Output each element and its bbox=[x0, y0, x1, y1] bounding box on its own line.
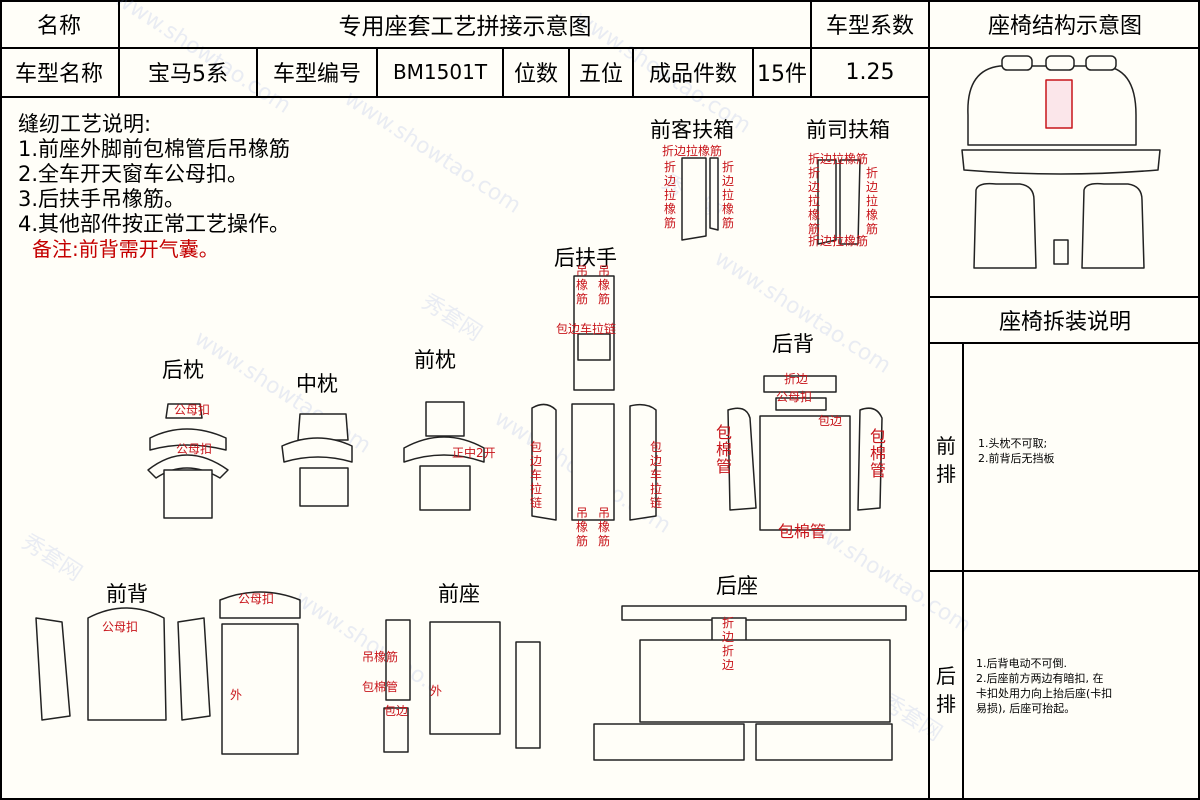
annotation-wrap-tube: 包棉管 bbox=[870, 427, 887, 480]
grid-line bbox=[0, 47, 1200, 49]
seats-value: 五位 bbox=[578, 62, 623, 87]
pieces-value: 15件 bbox=[757, 62, 807, 87]
headrest-shape bbox=[1045, 55, 1075, 71]
front-seat-left-shape bbox=[973, 182, 1037, 269]
label-rear-back: 后背 bbox=[772, 332, 814, 356]
annotation-fold: 折边 bbox=[784, 372, 809, 386]
front-row-note: 1.头枕不可取; bbox=[978, 437, 1048, 450]
grid-line bbox=[0, 96, 930, 98]
annotation-wrap-edge: 包边 bbox=[818, 414, 843, 428]
model-code-label: 车型编号 bbox=[272, 62, 361, 87]
name-label: 名称 bbox=[36, 14, 81, 39]
coef-label: 车型系数 bbox=[825, 14, 914, 39]
annotation-hang-elastic: 吊橡筋 bbox=[576, 506, 589, 548]
annotation-fold-zip: 折边拉橡筋 bbox=[808, 152, 869, 166]
grid-line bbox=[928, 0, 930, 800]
coef-value: 1.25 bbox=[845, 59, 895, 85]
grid-line bbox=[256, 48, 258, 96]
pieces-label: 成品件数 bbox=[648, 62, 737, 87]
annotation-fold-zip: 折边拉橡筋 bbox=[662, 144, 723, 158]
annotation-hang-elastic: 吊橡筋 bbox=[598, 264, 611, 306]
front-row-label: 前排 bbox=[936, 434, 956, 486]
rear-row-note: 卡扣处用力向上抬后座(卡扣 bbox=[976, 687, 1113, 700]
label-rear-seat: 后座 bbox=[716, 574, 758, 598]
structure-label: 座椅结构示意图 bbox=[987, 14, 1142, 39]
label-front-passenger-armrest: 前客扶箱 bbox=[650, 118, 734, 142]
console-shape bbox=[1053, 239, 1069, 265]
instruction-item: 1.前座外脚前包棉管后吊橡筋 bbox=[18, 137, 291, 161]
annotation-outer: 外 bbox=[430, 684, 443, 698]
annotation-snap: 公母扣 bbox=[238, 592, 275, 606]
headrest-shape bbox=[1085, 55, 1117, 71]
grid-line bbox=[930, 342, 1200, 344]
annotation-fold-zip-vertical: 折边拉橡筋 bbox=[664, 160, 677, 230]
rear-row-note: 易损), 后座可抬起。 bbox=[976, 702, 1076, 715]
annotation-wrap-zip-vertical: 包边车拉链 bbox=[530, 440, 543, 510]
rear-bench-seat-shape bbox=[961, 149, 1161, 175]
annotation-wrap-tube: 包棉管 bbox=[716, 423, 733, 476]
model-name: 宝马5系 bbox=[148, 62, 228, 87]
label-front-back: 前背 bbox=[106, 582, 148, 606]
annotation-wrap-zip: 包边车拉链 bbox=[556, 322, 617, 336]
annotation-hang-elastic: 吊橡筋 bbox=[598, 506, 611, 548]
annotation-snap: 公母扣 bbox=[174, 403, 211, 417]
annotation-outer: 外 bbox=[230, 688, 243, 702]
grid-line bbox=[632, 48, 634, 96]
annotation-fold-zip-vertical: 折边拉橡筋 bbox=[866, 166, 879, 236]
grid-line bbox=[752, 48, 754, 96]
grid-line bbox=[962, 342, 964, 800]
sheet-title: 专用座套工艺拼接示意图 bbox=[338, 14, 592, 40]
annotation-wrap-edge: 包边 bbox=[384, 704, 409, 718]
instruction-item: 3.后扶手吊橡筋。 bbox=[18, 187, 186, 211]
annotation-wrap-tube: 包棉管 bbox=[362, 680, 399, 694]
rear-row-notes: 1.后背电动不可倒. 2.后座前方两边有暗扣, 在 卡扣处用力向上抬后座(卡扣 … bbox=[976, 656, 1112, 716]
headrest-shape bbox=[1001, 55, 1033, 71]
instruction-item: 4.其他部件按正常工艺操作。 bbox=[18, 212, 291, 236]
annotation-fold-zip-vertical: 折边拉橡筋 bbox=[808, 166, 821, 236]
grid-line bbox=[930, 296, 1200, 298]
seats-label: 位数 bbox=[513, 62, 558, 87]
annotation-snap: 公母扣 bbox=[176, 442, 213, 456]
rear-row-note: 2.后座前方两边有暗扣, 在 bbox=[976, 672, 1104, 685]
grid-line bbox=[118, 0, 120, 96]
annotation-fold-zip: 折边拉橡筋 bbox=[808, 234, 869, 248]
front-row-note: 2.前背后无挡板 bbox=[978, 452, 1055, 465]
annotation-wrap-tube: 包棉管 bbox=[778, 522, 827, 541]
annotation-wrap-zip-vertical: 包边车拉链 bbox=[650, 440, 663, 510]
rear-row-note: 1.后背电动不可倒. bbox=[976, 657, 1067, 670]
annotation-open-mid: 正中2开 bbox=[452, 446, 496, 460]
grid-line bbox=[376, 48, 378, 96]
annotation-fold-zip-vertical: 折边拉橡筋 bbox=[722, 160, 735, 230]
front-seat-right-shape bbox=[1081, 182, 1145, 269]
grid-line bbox=[568, 48, 570, 96]
label-front-seat: 前座 bbox=[438, 582, 480, 606]
sewing-instructions: 缝纫工艺说明: 1.前座外脚前包棉管后吊橡筋 2.全车开天窗车公母扣。 3.后扶… bbox=[18, 112, 290, 262]
model-code: BM1501T bbox=[392, 60, 488, 84]
label-front-driver-armrest: 前司扶箱 bbox=[806, 118, 890, 142]
seat-structure-diagram bbox=[961, 55, 1161, 269]
label-rear-armrest: 后扶手 bbox=[554, 246, 617, 270]
label-middle-headrest: 中枕 bbox=[296, 372, 338, 396]
annotation-fold-small: 折边折边 bbox=[722, 616, 735, 672]
annotation-snap: 公母扣 bbox=[776, 390, 813, 404]
instruction-item: 2.全车开天窗车公母扣。 bbox=[18, 162, 249, 186]
grid-line bbox=[810, 0, 812, 96]
label-front-headrest: 前枕 bbox=[414, 348, 456, 372]
front-row-notes: 1.头枕不可取; 2.前背后无挡板 bbox=[978, 436, 1055, 466]
model-name-label: 车型名称 bbox=[14, 62, 103, 87]
grid-line bbox=[502, 48, 504, 96]
annotation-hang-elastic: 吊橡筋 bbox=[576, 264, 589, 306]
disassembly-title: 座椅拆装说明 bbox=[998, 310, 1131, 335]
label-rear-headrest: 后枕 bbox=[162, 358, 204, 382]
grid-line bbox=[930, 570, 1200, 572]
instruction-note: 备注:前背需开气囊。 bbox=[32, 237, 219, 261]
rear-row-label: 后排 bbox=[936, 664, 956, 716]
center-armrest-shape bbox=[1045, 79, 1073, 129]
instructions-title: 缝纫工艺说明: bbox=[18, 112, 152, 136]
annotation-hang-elastic: 吊橡筋 bbox=[362, 650, 399, 664]
annotation-snap: 公母扣 bbox=[102, 620, 139, 634]
